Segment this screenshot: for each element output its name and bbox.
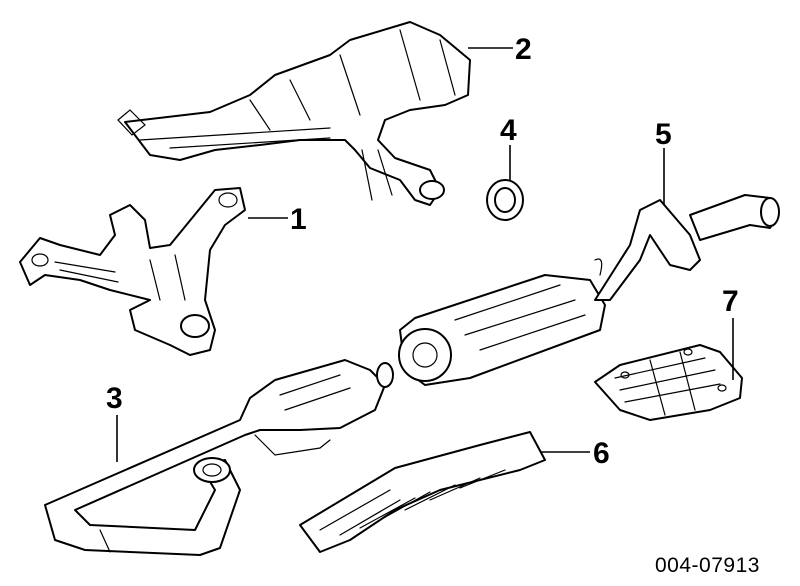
part-1-exhaust-manifold[interactable] — [19, 187, 246, 356]
callout-7: 7 — [722, 285, 739, 318]
part-3-front-pipe-converter[interactable] — [44, 359, 394, 556]
part-6-heat-shield[interactable] — [299, 431, 546, 553]
callout-6: 6 — [593, 437, 610, 470]
part-2-exhaust-header[interactable] — [117, 21, 471, 206]
callout-1: 1 — [290, 203, 307, 236]
callout-5: 5 — [655, 118, 672, 151]
part-7-heat-shield[interactable] — [594, 344, 743, 421]
leader-lines — [116, 47, 734, 462]
callout-3: 3 — [106, 382, 123, 415]
callout-2: 2 — [515, 33, 532, 66]
reference-number: 004-07913 — [655, 554, 760, 577]
part-4-gasket[interactable] — [486, 179, 524, 221]
part-5-muffler-tailpipe[interactable] — [398, 194, 780, 386]
callout-4: 4 — [500, 114, 517, 147]
